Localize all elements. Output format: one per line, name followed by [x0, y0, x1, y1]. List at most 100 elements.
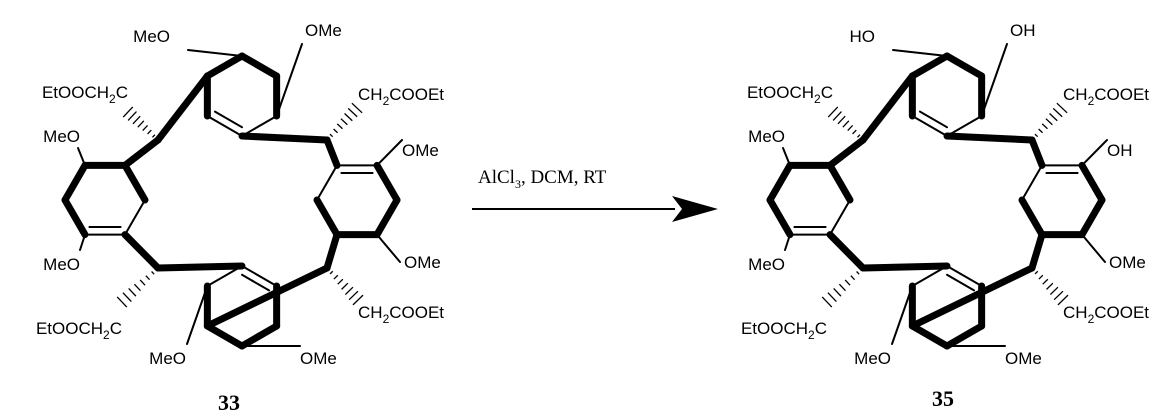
compound-35-substituent-bond [784, 233, 791, 251]
compound-number-35: 35 [932, 386, 954, 411]
compound-35-ring-bond [766, 196, 794, 239]
compound-33-ring-bond [121, 161, 149, 204]
compound-33-stereo-hash [128, 287, 137, 297]
compound-35-bridge-bond [859, 262, 951, 272]
compound-35-stereo-hash [1057, 294, 1069, 306]
compound-35-label-ester-left-top: EtOOCH2C [747, 83, 833, 106]
compound-35-stereo-hash [850, 275, 856, 281]
compound-35-substituent-bond [892, 49, 948, 57]
compound-33-substituent-bond [376, 233, 401, 263]
compound-33-ring-double-bond [241, 273, 271, 292]
compound-35-label-top-left: HO [850, 27, 876, 46]
compound-35-ring-bond [943, 52, 986, 80]
compound-35-substituent-bond [1081, 139, 1108, 167]
compound-33-stereo-hash [132, 115, 141, 125]
compound-35-stereo-hash [1046, 282, 1054, 290]
compound-33-label-ester-left-top: EtOOCH2C [42, 83, 128, 106]
compound-33-substituent-bond [376, 139, 403, 167]
compound-33-ring-double-bond [213, 110, 243, 129]
compound-35-bridge-bond [859, 72, 916, 144]
compound-35-label-bottom-right: OMe [1005, 349, 1042, 368]
compound-33-ring-bond [124, 199, 146, 236]
reagent-label: AlCl3, DCM, RT [478, 167, 607, 191]
compound-35-stereo-hash [833, 287, 842, 297]
compound-35-ring-bond [946, 265, 983, 287]
compound-33-ring-bond [316, 164, 338, 201]
compound-33-stereo-hash [340, 118, 348, 126]
compound-33-bridge-bond [154, 72, 211, 144]
compound-33-ring-bond [241, 115, 278, 137]
compound-33-stereo-hash [133, 283, 141, 292]
compound-33-stereo-hash [147, 129, 152, 135]
compound-33-stereo-hash [329, 270, 334, 275]
compound-35-stereo-hash [1038, 128, 1043, 134]
compound-33-label-right-upper: OMe [402, 141, 439, 160]
compound-33-stereo-hash [142, 124, 149, 132]
compound-35-bridge-bond [1028, 136, 1046, 169]
compound-35-stereo-hash [1041, 123, 1048, 130]
compound-33-label-bottom-right: OMe [300, 349, 337, 368]
compound-35-stereo-hash [837, 115, 846, 125]
compound-33-stereo-hash [344, 286, 354, 296]
compound-33-stereo-hash [145, 275, 151, 281]
compound-35-stereo-hash [821, 296, 833, 308]
compound-33-ring-bond [238, 52, 281, 80]
compound-35-ring-double-bond [946, 273, 976, 292]
compound-33-stereo-hash [337, 278, 344, 285]
compound-33-stereo-hash [329, 133, 334, 138]
compound-35-stereo-hash [827, 106, 839, 118]
compound-35-stereo-hash [842, 120, 850, 128]
compound-35-ring-bond [1078, 161, 1106, 204]
compound-33-bridge-bond [323, 231, 341, 272]
compound-35-stereo-hash [1034, 270, 1039, 275]
compound-33-label-left-lower: MeO [43, 255, 80, 274]
compound-35-substituent-bond [891, 285, 914, 345]
compound-33-ring-bond [203, 322, 246, 350]
compound-33-stereo-hash [127, 111, 137, 121]
compound-number-33: 33 [218, 390, 240, 415]
compound-33-stereo-hash [336, 123, 343, 130]
compound-35-bridge-bond [1028, 231, 1046, 272]
compound-35-label-ester-left-bottom: EtOOCH2C [741, 319, 827, 342]
compound-33-ring-bond [373, 196, 401, 239]
compound-33-ring-bond [241, 265, 278, 287]
compound-35-ring-bond [911, 115, 948, 137]
compound-35-stereo-hash [856, 271, 860, 275]
compound-35-stereo-hash [852, 129, 857, 135]
compound-33-stereo-hash [333, 274, 339, 280]
compound-33-label-ester-right-top: CH2COOEt [358, 85, 444, 108]
compound-33-substituent-bond [187, 49, 243, 57]
compound-33-stereo-hash [116, 296, 128, 308]
compound-35-stereo-hash [832, 111, 842, 121]
compound-33-label-top-left: MeO [133, 27, 170, 46]
compound-35-stereo-hash [827, 292, 837, 303]
compound-35-ring-bond [946, 115, 983, 137]
compound-33-bridge-bond [203, 264, 331, 330]
compound-33-stereo-hash [151, 134, 156, 138]
compound-33-stereo-hash [351, 102, 363, 114]
compound-33-substituent-bond [77, 147, 86, 167]
compound-33-ring-bond [203, 52, 246, 80]
compound-33-stereo-hash [341, 282, 349, 290]
compound-35-stereo-hash [1053, 290, 1064, 301]
compound-33-stereo-hash [139, 279, 146, 286]
compound-35-label-right-upper: OH [1107, 141, 1133, 160]
compound-35-stereo-hash [1052, 107, 1063, 118]
reaction-arrow-icon [672, 196, 718, 222]
compound-35-stereo-hash [844, 279, 851, 286]
compound-35-label-top-right: OH [1010, 21, 1036, 40]
compound-35-label-left-upper: MeO [748, 127, 785, 146]
compound-35-stereo-hash [1038, 274, 1044, 280]
compound-35-stereo-hash [1042, 278, 1049, 285]
compound-33-substituent-bond [79, 233, 86, 251]
compound-35-bridge-bond [826, 231, 867, 272]
compound-35-label-ester-right-top: CH2COOEt [1063, 85, 1149, 108]
compound-35-ring-bond [1018, 196, 1046, 239]
compound-33-stereo-hash [352, 294, 364, 306]
compound-35-stereo-hash [1045, 118, 1053, 126]
compound-35-stereo-hash [847, 124, 854, 132]
compound-33-stereo-hash [137, 120, 145, 128]
compound-35-label-ester-right-bottom: CH2COOEt [1063, 303, 1149, 326]
